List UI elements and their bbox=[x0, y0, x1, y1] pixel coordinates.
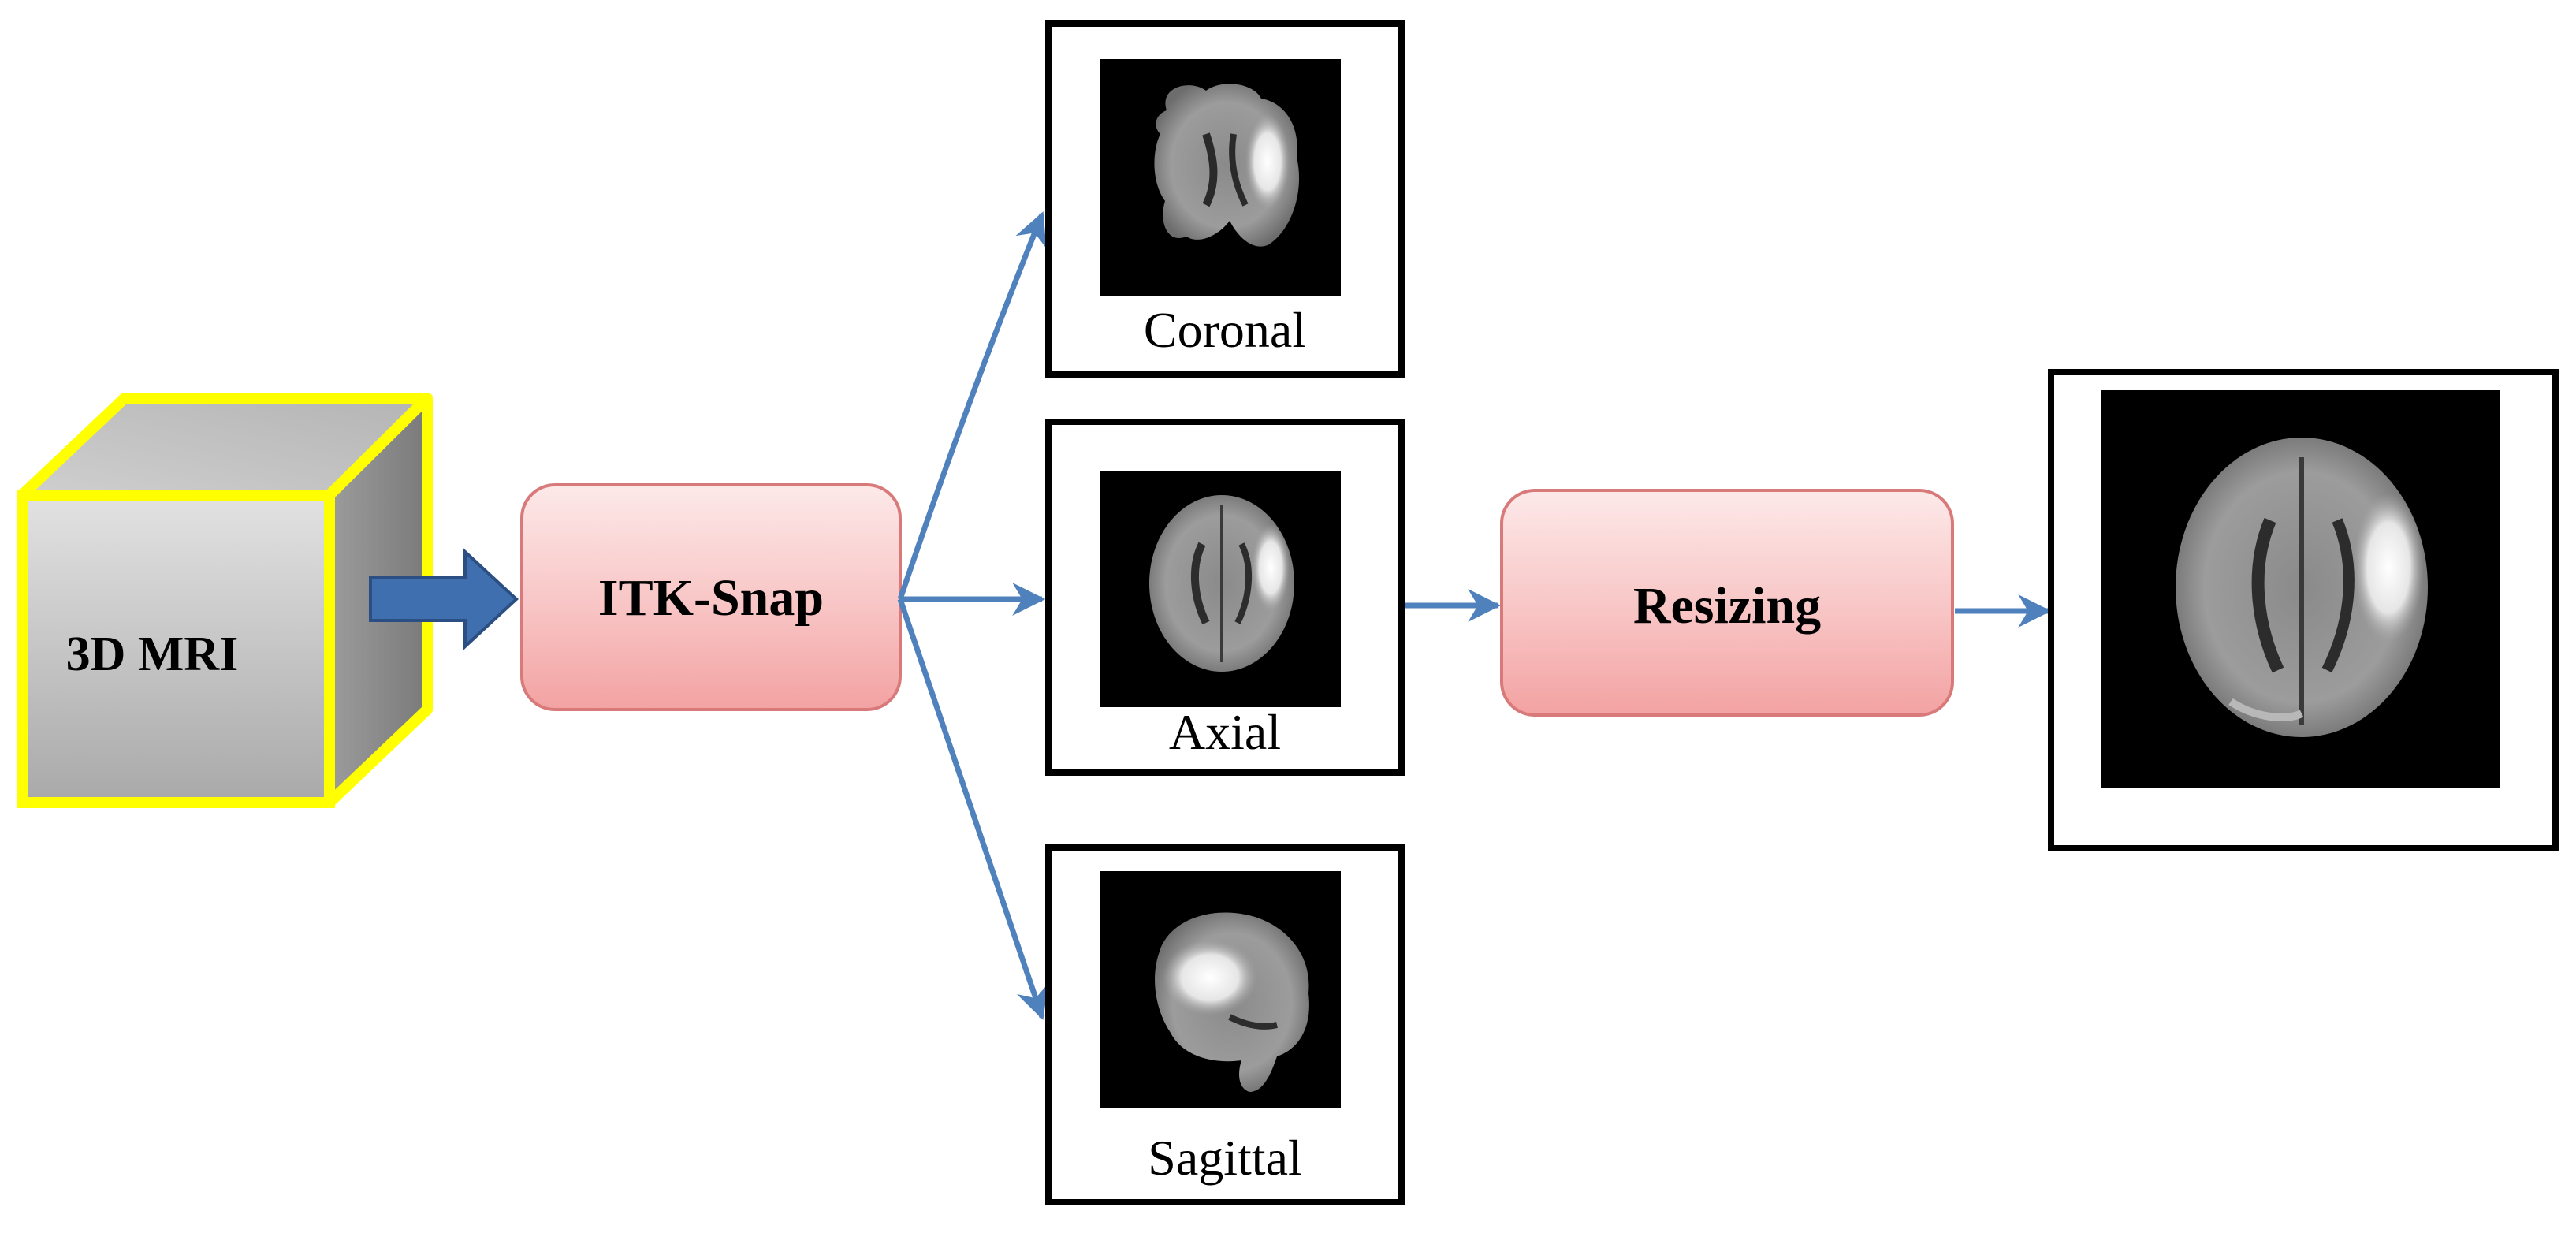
itk-snap-node: ITK-Snap bbox=[520, 483, 902, 711]
branch-arrows bbox=[897, 211, 1048, 1020]
arrow-to-sagittal bbox=[897, 598, 1048, 1020]
process-label: Resizing bbox=[1633, 577, 1821, 635]
arrow-to-coronal bbox=[897, 211, 1047, 601]
axial-label: Axial bbox=[1169, 704, 1281, 760]
tool-label: ITK-Snap bbox=[598, 569, 824, 627]
coronal-brain-image bbox=[1154, 84, 1300, 247]
source-label: 3D MRI bbox=[66, 628, 239, 681]
sagittal-brain-image bbox=[1155, 912, 1309, 1092]
axial-view-panel: Axial bbox=[1045, 419, 1405, 776]
sagittal-view-panel: Sagittal bbox=[1045, 844, 1405, 1205]
coronal-view-panel: Coronal bbox=[1045, 20, 1405, 378]
block-arrow-icon bbox=[369, 548, 519, 650]
axial-brain-image bbox=[1149, 495, 1294, 672]
output-brain-image bbox=[2176, 438, 2428, 737]
resizing-box bbox=[1500, 489, 1954, 717]
sagittal-label: Sagittal bbox=[1148, 1130, 1302, 1186]
mri-cube: 3D MRI bbox=[17, 393, 433, 808]
cube-front-face bbox=[17, 490, 335, 808]
output-image-panel bbox=[2048, 369, 2559, 851]
coronal-label: Coronal bbox=[1144, 302, 1306, 358]
resizing-node: Resizing bbox=[1500, 489, 1954, 717]
